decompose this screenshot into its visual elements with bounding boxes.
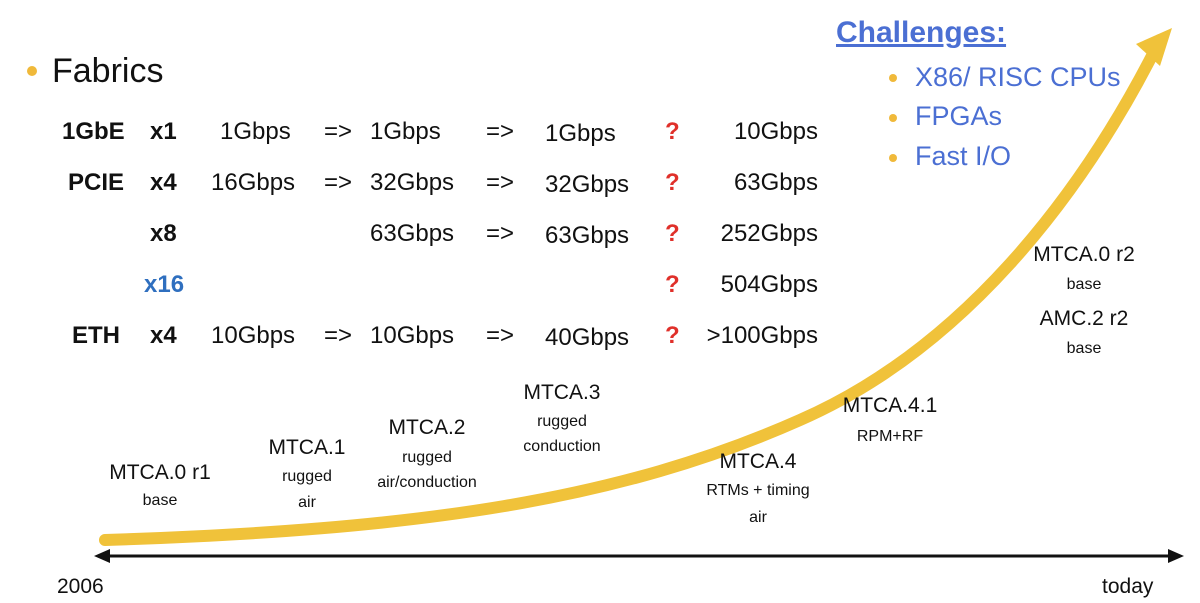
growth-arrow-head (1136, 28, 1172, 66)
challenge-item: X86/ RISC CPUs (915, 62, 1121, 92)
milestone-subtitle: RTMs + timing (706, 482, 810, 499)
fabric-speed-4: 10Gbps (733, 118, 818, 145)
fabric-speed-1: 10Gbps (211, 322, 296, 349)
milestone-subtitle: base (142, 492, 178, 509)
milestone-title: AMC.2 r2 (1039, 307, 1129, 330)
challenge-bullet-icon (889, 74, 897, 82)
question-mark: ? (665, 118, 680, 145)
milestone-subtitle: rugged (537, 413, 587, 430)
fabric-speed-1: 1Gbps (220, 118, 291, 145)
milestone-subtitle: conduction (523, 438, 601, 455)
fabric-arrow-2: => (486, 118, 515, 145)
question-mark: ? (665, 220, 680, 247)
fabric-type: 1GbE (62, 118, 125, 145)
challenges-title: Challenges: (836, 16, 1007, 49)
timeline-start-label: 2006 (57, 575, 104, 598)
milestone-subtitle: rugged (282, 468, 332, 485)
fabric-speed-2: 32Gbps (370, 169, 455, 196)
fabric-type: ETH (72, 322, 120, 349)
fabric-width: x8 (150, 220, 177, 247)
challenge-item: FPGAs (915, 101, 1003, 131)
fabrics-bullet-icon (27, 66, 37, 76)
fabric-speed-4: 63Gbps (733, 169, 818, 196)
fabric-arrow-1: => (324, 169, 353, 196)
fabric-type: PCIE (68, 169, 125, 196)
milestone-title: MTCA.0 r2 (1033, 243, 1135, 266)
milestone-subtitle: air/conduction (377, 474, 477, 491)
timeline-left-arrow (94, 549, 110, 563)
fabric-arrow-2: => (486, 169, 515, 196)
fabric-speed-3: 1Gbps (545, 120, 616, 147)
question-mark: ? (665, 322, 680, 349)
milestone-title: MTCA.0 r1 (109, 461, 211, 484)
fabric-speed-3: 63Gbps (545, 222, 630, 249)
milestone-subtitle: base (1066, 340, 1102, 357)
fabric-arrow-2: => (486, 322, 515, 349)
fabric-speed-4: 504Gbps (720, 271, 818, 298)
fabric-width: x4 (150, 169, 177, 196)
fabric-arrow-2: => (486, 220, 515, 247)
milestone-subtitle: RPM+RF (856, 428, 924, 445)
fabric-arrow-1: => (324, 118, 353, 145)
milestone-subtitle: rugged (402, 449, 452, 466)
question-mark: ? (665, 271, 680, 298)
fabric-speed-2: 63Gbps (370, 220, 455, 247)
milestone-subtitle: air (749, 509, 767, 526)
challenge-bullet-icon (889, 114, 897, 122)
fabric-speed-2: 10Gbps (370, 322, 455, 349)
milestone-title: MTCA.1 (268, 436, 346, 459)
challenge-item: Fast I/O (915, 141, 1012, 171)
fabric-arrow-1: => (324, 322, 353, 349)
milestone-subtitle: base (1066, 276, 1102, 293)
fabric-speed-2: 1Gbps (370, 118, 441, 145)
fabric-speed-3: 40Gbps (545, 324, 630, 351)
fabric-width: x4 (150, 322, 177, 349)
fabric-speed-4: >100Gbps (706, 322, 818, 349)
milestone-title: MTCA.3 (523, 381, 601, 404)
fabric-width: x16 (144, 271, 185, 298)
growth-curve-arrow (99, 34, 1166, 546)
fabric-speed-3: 32Gbps (545, 171, 630, 198)
fabric-width: x1 (150, 118, 177, 145)
timeline-end-label: today (1102, 575, 1154, 598)
fabric-speed-1: 16Gbps (211, 169, 296, 196)
milestone-subtitle: air (298, 494, 316, 511)
timeline-right-arrow (1168, 549, 1184, 563)
milestone-title: MTCA.4.1 (842, 394, 938, 417)
question-mark: ? (665, 169, 680, 196)
challenge-bullet-icon (889, 154, 897, 162)
milestone-title: MTCA.4 (719, 450, 797, 473)
fabrics-title: Fabrics (52, 52, 164, 90)
milestone-title: MTCA.2 (388, 416, 466, 439)
fabric-speed-4: 252Gbps (720, 220, 818, 247)
